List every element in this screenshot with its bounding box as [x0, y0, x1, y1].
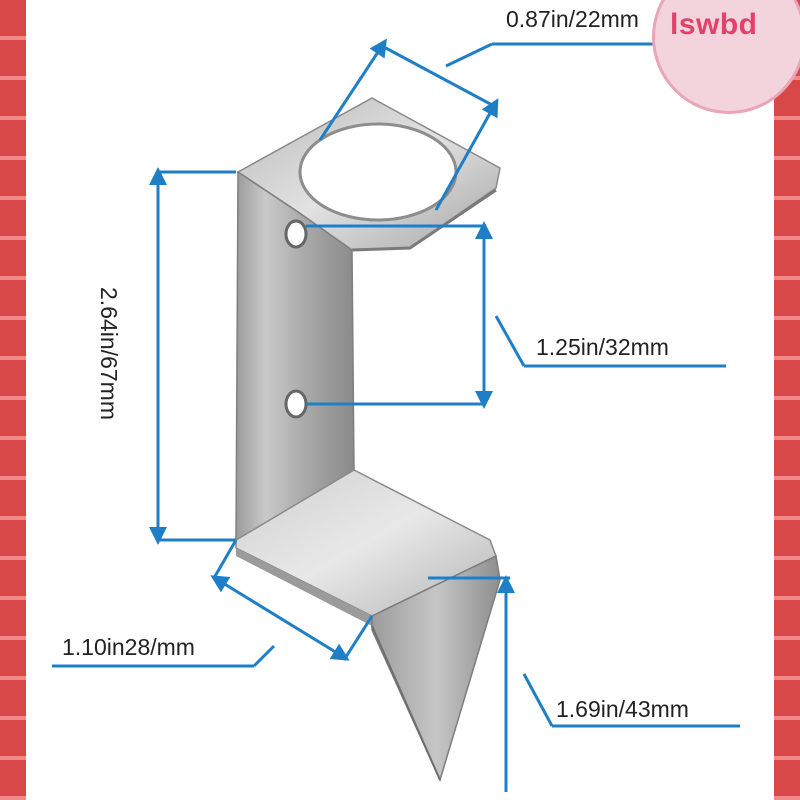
dimension-lines — [52, 38, 740, 792]
right-border-stripe — [774, 0, 800, 800]
base-width-label: 1.10in28/mm — [62, 634, 195, 660]
ring-hole — [298, 122, 458, 222]
ground-spike — [371, 554, 501, 783]
spike-length-label: 1.69in/43mm — [556, 696, 689, 722]
hole-spacing-label: 1.25in/32mm — [536, 334, 669, 360]
top-diameter-label: 0.87in/22mm — [506, 6, 639, 32]
brand-label: lswbd — [670, 8, 758, 41]
left-border-stripe — [0, 0, 26, 800]
screw-hole-lower — [284, 389, 308, 419]
height-label: 2.64in/67mm — [95, 287, 122, 420]
screw-hole-upper — [284, 219, 308, 249]
